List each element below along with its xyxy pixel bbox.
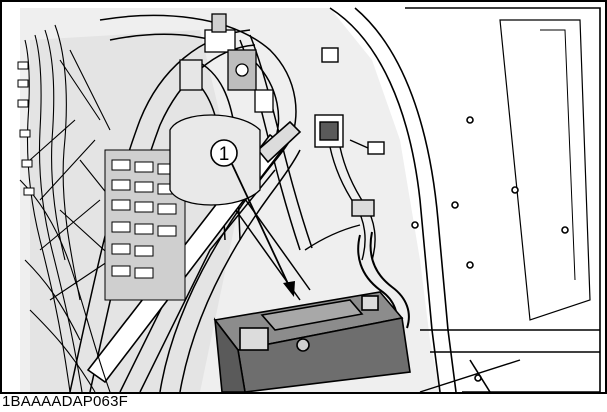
connector-block [321,47,339,63]
bolt-icon [411,221,419,229]
hoses [69,14,313,393]
callout-leader-line [231,163,291,289]
left-connectors [17,61,35,196]
callout-arrowhead [283,281,295,297]
bolt-icon [466,116,474,124]
right-wire-harness [304,114,410,331]
battery-terminal-positive [296,338,310,352]
side-panel [329,7,601,393]
fuse-block [104,149,186,301]
bolt-icon [561,226,569,234]
battery-terminal-negative [239,327,269,351]
bolt-icon [451,201,459,209]
floor-panel [419,329,600,393]
figure-code: 1BAAAADAP063F [2,393,128,410]
battery [213,291,411,393]
left-wire-harness [19,24,121,393]
bolt-icon [466,261,474,269]
bolt-icon [511,186,519,194]
callout-number: 1 [219,144,230,165]
callout-1: 1 [210,139,295,297]
callout-circle [210,139,238,167]
